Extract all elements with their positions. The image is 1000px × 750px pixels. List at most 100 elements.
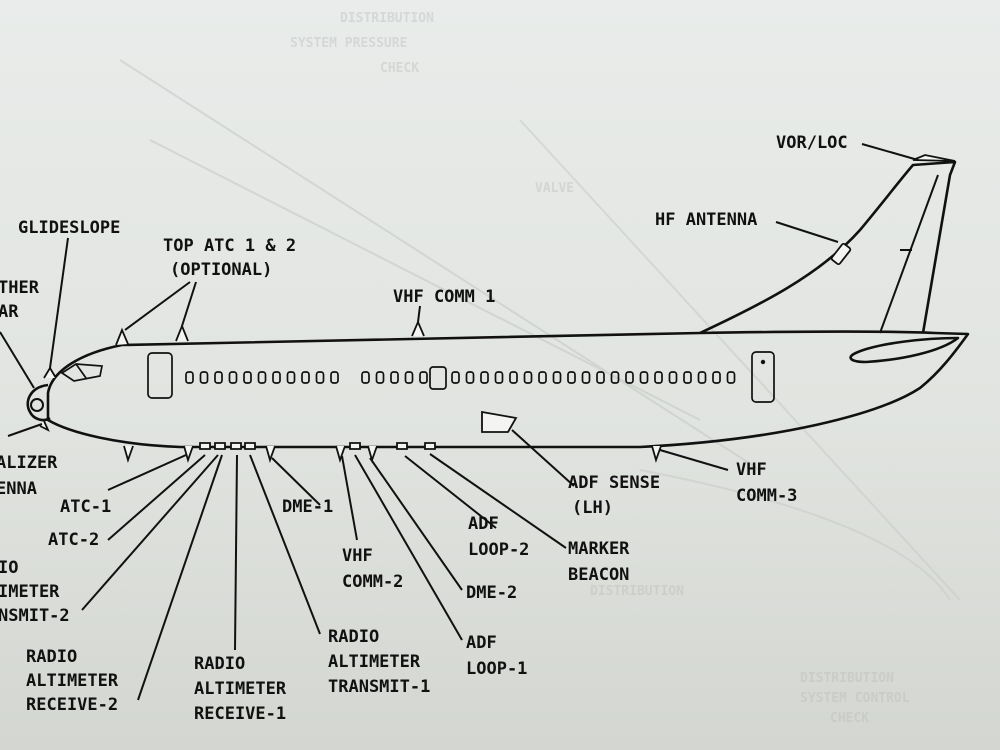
aft-door-handle <box>760 359 766 365</box>
passenger-window <box>712 371 721 384</box>
label-vhf-comm-1: VHF COMM 1 <box>393 287 495 307</box>
label-adf-sense-line2: (LH) <box>572 498 613 518</box>
label-atc-1: ATC-1 <box>60 497 111 517</box>
passenger-window <box>390 371 399 384</box>
label-adf-loop-2-line2: LOOP-2 <box>468 540 529 560</box>
overwing-exit <box>429 366 447 390</box>
belly-antenna <box>349 442 361 450</box>
passenger-window <box>199 371 209 384</box>
belly-antenna <box>651 445 662 463</box>
nose-radome <box>26 383 51 422</box>
label-localizer-line2: ENNA <box>0 479 37 499</box>
passenger-window <box>315 371 325 384</box>
passenger-window <box>509 371 518 384</box>
callout-labels: GLIDESLOPE TOP ATC 1 & 2 (OPTIONAL) THER… <box>0 133 848 724</box>
label-radio-alt-receive-2-line3: RECEIVE-2 <box>26 695 118 715</box>
passenger-window <box>552 371 562 384</box>
vertical-stabilizer <box>699 160 957 335</box>
belly-antenna <box>335 445 346 463</box>
passenger-window <box>523 371 533 384</box>
belly-antenna <box>183 445 194 463</box>
passenger-window <box>451 371 460 384</box>
horizontal-stabilizer <box>849 336 960 364</box>
svg-text:DISTRIBUTION: DISTRIBUTION <box>340 11 434 26</box>
passenger-window <box>726 371 736 384</box>
belly-antenna <box>424 442 436 450</box>
passenger-window <box>243 371 252 384</box>
aircraft-outline <box>26 154 970 463</box>
passenger-window <box>465 371 475 384</box>
label-marker-beacon-line1: MARKER <box>568 539 630 559</box>
label-radio-alt-transmit-2-line3: NSMIT-2 <box>0 606 70 626</box>
label-vhf-comm-2-line1: VHF <box>342 546 373 566</box>
label-adf-sense-line1: ADF SENSE <box>568 473 660 493</box>
label-adf-loop-1-line2: LOOP-1 <box>466 659 527 679</box>
passenger-window <box>480 371 489 384</box>
label-radio-alt-transmit-2-line2: IMETER <box>0 582 60 602</box>
passenger-window <box>494 371 504 384</box>
belly-antenna <box>199 442 211 450</box>
label-adf-loop-2-line1: ADF <box>468 514 499 534</box>
passenger-window <box>185 371 194 384</box>
belly-antennas <box>123 442 662 463</box>
belly-antenna <box>230 442 242 450</box>
passenger-window <box>361 371 370 384</box>
passenger-window <box>330 371 339 384</box>
label-radio-alt-transmit-1-line1: RADIO <box>328 627 379 647</box>
top-atc-1-antenna <box>115 327 129 346</box>
label-vhf-comm-3-line1: VHF <box>736 460 767 480</box>
radome-detail <box>30 398 44 412</box>
passenger-window <box>610 371 620 384</box>
forward-door <box>147 352 173 399</box>
label-weather-radar-line1: THER <box>0 278 40 298</box>
belly-antenna <box>123 445 134 463</box>
top-atc-2-antenna <box>175 323 189 342</box>
cockpit-windows <box>60 363 104 382</box>
label-radio-alt-receive-1-line2: ALTIMETER <box>194 679 287 699</box>
label-marker-beacon-line2: BEACON <box>568 565 629 585</box>
passenger-window <box>596 371 605 384</box>
svg-text:SYSTEM CONTROL: SYSTEM CONTROL <box>800 691 910 706</box>
vhf-comm-1-antenna <box>411 319 425 337</box>
passenger-window <box>419 371 428 384</box>
passenger-window <box>683 371 692 384</box>
passenger-window <box>214 371 223 384</box>
belly-antenna <box>214 442 226 450</box>
label-dme-2: DME-2 <box>466 583 517 603</box>
passenger-windows <box>185 371 736 384</box>
passenger-window <box>301 371 310 384</box>
belly-antenna <box>367 445 378 463</box>
passenger-window <box>668 371 678 384</box>
label-adf-loop-1-line1: ADF <box>466 633 497 653</box>
passenger-window <box>257 371 267 384</box>
belly-antenna <box>244 442 256 450</box>
svg-text:DISTRIBUTION: DISTRIBUTION <box>590 584 684 599</box>
label-vhf-comm-3-line2: COMM-3 <box>736 486 797 506</box>
vor-loc-antenna <box>912 154 956 162</box>
label-dme-1: DME-1 <box>282 497 333 517</box>
passenger-window <box>228 371 238 384</box>
passenger-window <box>639 371 649 384</box>
passenger-window <box>375 371 385 384</box>
label-weather-radar-line2: AR <box>0 302 19 322</box>
hf-antenna-shape <box>830 242 852 266</box>
passenger-window <box>538 371 547 384</box>
label-hf-antenna: HF ANTENNA <box>655 210 757 230</box>
label-vor-loc: VOR/LOC <box>776 133 848 153</box>
passenger-window <box>654 371 663 384</box>
glideslope-antenna <box>43 366 57 379</box>
svg-text:CHECK: CHECK <box>380 61 419 76</box>
svg-text:CHECK: CHECK <box>830 711 869 726</box>
svg-text:SYSTEM PRESSURE: SYSTEM PRESSURE <box>290 36 407 51</box>
adf-sense-antenna <box>481 410 518 433</box>
label-radio-alt-receive-2-line2: ALTIMETER <box>26 671 119 691</box>
label-radio-alt-receive-1-line1: RADIO <box>194 654 245 674</box>
belly-antenna <box>265 445 276 463</box>
svg-text:VALVE: VALVE <box>535 181 574 196</box>
label-atc-2: ATC-2 <box>48 530 99 550</box>
passenger-window <box>581 371 591 384</box>
belly-antenna <box>396 442 408 450</box>
passenger-window <box>697 371 707 384</box>
